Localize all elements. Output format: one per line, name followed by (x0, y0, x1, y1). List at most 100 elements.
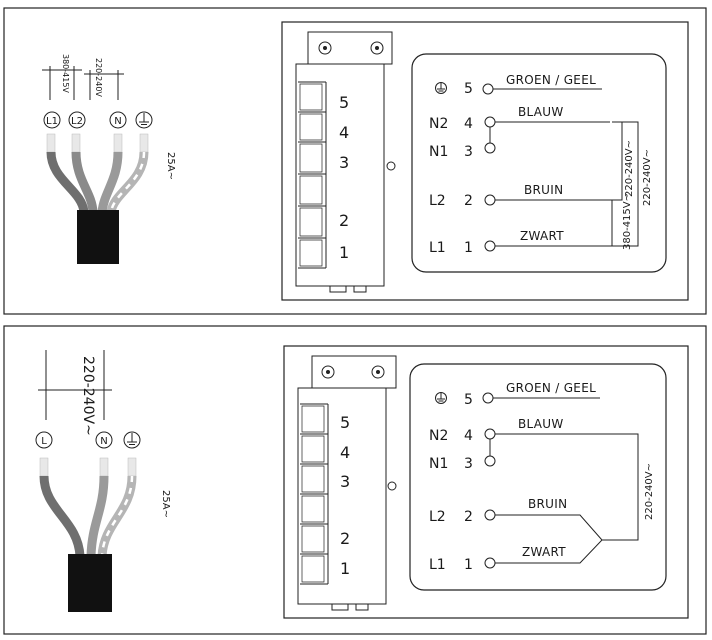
bracket-outer (612, 121, 639, 247)
wire-l1 (46, 151, 89, 213)
terminal-number: 4 (464, 116, 473, 132)
top-terminal-diagram: 5 4 3 2 1 5 GROEN / GEEL N2 4 (281, 21, 689, 301)
terminal-block: 5 4 3 2 1 (297, 355, 397, 611)
terminal-circle-n (95, 431, 113, 449)
diagram-frame (283, 345, 689, 619)
block-number: 4 (339, 123, 349, 142)
wire-label-l2: L2 (71, 116, 83, 127)
terminal-point (484, 142, 496, 154)
block-number: 4 (340, 443, 350, 462)
bracket-inner (612, 121, 623, 201)
terminal-number: 2 (464, 193, 473, 209)
terminal-name: N1 (429, 144, 448, 160)
cable-jacket (77, 210, 119, 264)
block-number: 5 (339, 93, 349, 112)
bracket (602, 433, 639, 541)
wire-tip (46, 133, 56, 153)
terminal-name: N1 (429, 456, 448, 472)
bottom-cable: 220-240V~ L N 25A~ (35, 350, 171, 612)
block-number: 3 (339, 153, 349, 172)
terminal-point (484, 240, 496, 252)
bracket-label-outer: 220-240V~ (642, 149, 653, 206)
terminal-number: 5 (464, 392, 473, 408)
wire-tip (139, 133, 149, 153)
terminal-name: L2 (429, 509, 446, 525)
terminal-number: 3 (464, 144, 473, 160)
wire-color-label: GROEN / GEEL (506, 381, 596, 395)
wire-n (97, 151, 123, 213)
terminal-circle-n (109, 111, 127, 129)
top-panel-frame (3, 7, 707, 315)
wire-earth-stripe (109, 151, 146, 213)
terminal-name: L2 (429, 193, 446, 209)
wire-tip (71, 133, 81, 153)
bracket-label-bottom: 380-415V~ (622, 193, 633, 250)
wire-label-l: L (41, 436, 47, 447)
bracket-label-inner: 220-240V~ (624, 140, 635, 197)
wire-color-label: GROEN / GEEL (506, 73, 596, 87)
mount-hole (386, 161, 396, 171)
wire-label-n: N (114, 116, 121, 127)
mount-hole (387, 481, 397, 491)
screw-icon (371, 365, 385, 379)
screw-icon (321, 365, 335, 379)
connection-panel (411, 53, 667, 273)
terminal-number: 3 (464, 456, 473, 472)
earth-icon (123, 431, 141, 449)
voltage-label-220: 220-240V (94, 58, 103, 97)
terminal-point (482, 392, 494, 404)
wire-color-label: BLAUW (518, 417, 564, 431)
top-panel: 380-415V 220-240V L1 L2 N (3, 7, 707, 315)
terminal-point (484, 116, 496, 128)
diagram-frame (281, 21, 689, 301)
terminal-name: L1 (429, 557, 446, 573)
earth-icon (435, 392, 447, 404)
wire-tip (39, 457, 49, 477)
terminal-name: L1 (429, 240, 446, 256)
block-number: 2 (339, 211, 349, 230)
wire-tip (113, 133, 123, 153)
wire-color-label: BLAUW (518, 105, 564, 119)
terminal-number: 2 (464, 509, 473, 525)
terminal-number: 1 (464, 240, 473, 256)
terminal-point (484, 455, 496, 467)
earth-icon (135, 111, 153, 129)
block-number: 5 (340, 413, 350, 432)
bottom-panel-frame (3, 325, 707, 635)
block-number: 1 (339, 243, 349, 262)
terminal-point (484, 509, 496, 521)
terminal-circle-l (35, 431, 53, 449)
wire-tip (127, 457, 137, 477)
terminal-point (482, 83, 494, 95)
bracket-label: 220-240V~ (644, 463, 655, 520)
terminal-point (484, 557, 496, 569)
terminal-point (484, 194, 496, 206)
bottom-panel: 220-240V~ L N 25A~ (3, 325, 707, 635)
earth-icon (435, 82, 447, 94)
terminal-number: 1 (464, 557, 473, 573)
wire-l (39, 475, 85, 557)
block-number: 2 (340, 529, 350, 548)
terminal-circle-l1 (43, 111, 61, 129)
wire-label-n: N (100, 436, 107, 447)
block-number: 3 (340, 472, 350, 491)
wire-n (86, 475, 109, 557)
wire-earth-stripe (100, 475, 134, 557)
screw-icon (318, 41, 332, 55)
bottom-terminal-diagram: 5 4 3 2 1 5 GROEN / GEEL N2 4 BLAUW (283, 345, 689, 619)
voltage-label: 220-240V~ (80, 356, 96, 436)
wire-tip (99, 457, 109, 477)
wire-color-label: ZWART (522, 545, 566, 559)
screw-icon (370, 41, 384, 55)
cable-jacket (68, 554, 112, 612)
terminal-name: N2 (429, 116, 448, 132)
top-cable: 380-415V 220-240V L1 L2 N (42, 54, 176, 264)
terminal-number: 5 (464, 81, 473, 97)
current-rating: 25A~ (165, 152, 176, 180)
terminal-number: 4 (464, 428, 473, 444)
voltage-label-380: 380-415V (61, 54, 70, 93)
terminal-name: N2 (429, 428, 448, 444)
terminal-point (484, 428, 496, 440)
wire-color-label: BRUIN (524, 183, 563, 197)
wire-color-label: ZWART (520, 229, 564, 243)
